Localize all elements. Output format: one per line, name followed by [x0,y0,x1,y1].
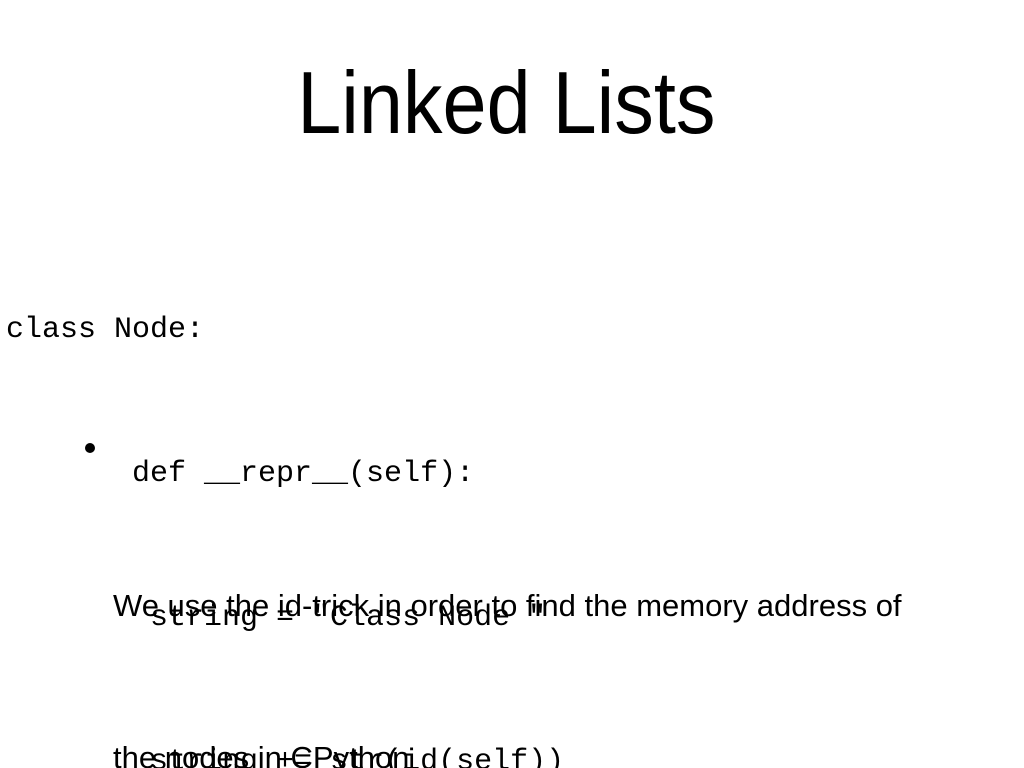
code-line: string = "Class Node " [6,601,547,635]
bullet-icon [85,443,95,453]
code-line: class Node: [6,313,205,347]
code-line: string += str(id(self)) [6,745,565,768]
bullet-text: We use the id-trick in order to find the… [113,435,902,768]
bullet-text-line: We use the id-trick in order to find the… [113,588,902,623]
slide-title: Linked Lists [0,55,1018,151]
code-line: def __repr__(self): [6,457,475,491]
bullet-text-line: the nodes in CPython [113,740,410,768]
slide-title-text: Linked Lists [296,53,716,152]
code-block: class Node: def __repr__(self): string =… [6,168,1014,768]
